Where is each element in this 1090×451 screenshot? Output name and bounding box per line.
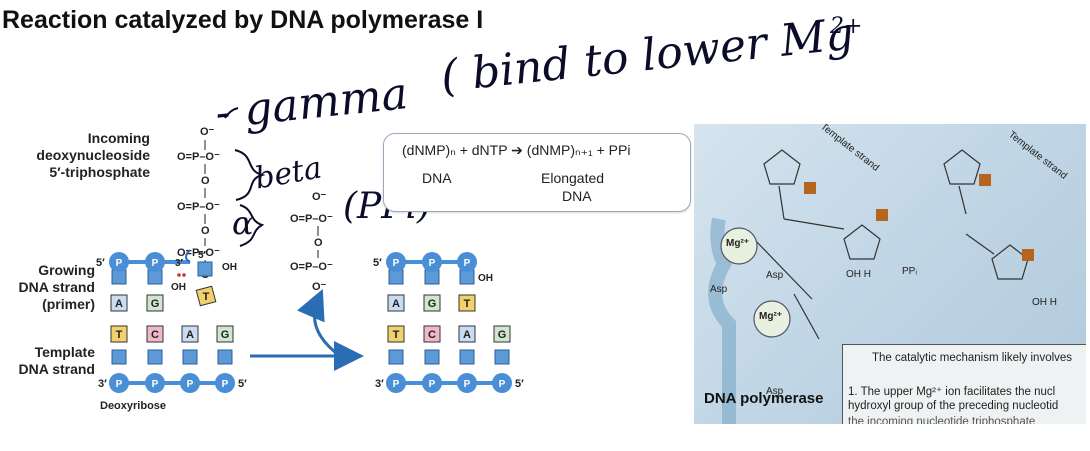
svg-text:O: O [201,175,210,187]
svg-text:P: P [429,379,436,390]
svg-text:P: P [152,258,159,269]
svg-text:A: A [186,329,194,341]
svg-text:P: P [393,379,400,390]
ppi-label: PPᵢ [902,266,917,277]
svg-text:O=P–O⁻: O=P–O⁻ [177,201,220,213]
mechanism-heading: The catalytic mechanism likely involves [872,352,1073,364]
equation-dna-label: DNA [422,170,452,186]
svg-text:3′: 3′ [175,258,184,269]
reaction-arrow-curve [250,288,345,358]
asp-label-2: Asp [710,284,728,295]
svg-text:T: T [393,329,400,341]
svg-text:G: G [498,329,507,341]
mechanism-sketch [708,149,1034,424]
incoming-label: Incoming deoxynucleoside 5′-triphosphate [36,130,150,180]
mg-ion-upper [720,227,758,265]
pyrophosphate: O⁻ O=P–O⁻ O O=P–O⁻ O⁻ [290,191,333,293]
svg-text:T: T [116,329,123,341]
product-primer-backbone: P P P 5′ OH [373,252,493,285]
product-template-bases: T C A G [387,325,511,343]
mechanism-text-box [842,344,1086,424]
svg-text:O: O [314,237,323,249]
deoxyribose-label: Deoxyribose [100,400,167,412]
svg-text:C: C [151,329,159,341]
svg-text:O=P–O⁻: O=P–O⁻ [177,151,220,163]
svg-text:G: G [151,298,160,310]
left-template-backbone: P P P P 3′ 5′ [98,349,247,393]
svg-text:G: G [428,298,437,310]
mechanism-line-1: 1. The upper Mg²⁺ ion facilitates the nu… [848,386,1056,398]
textbook-photo-panel: Template strand Template strand Mg²⁺ Mg²… [694,124,1086,424]
product-primer-bases: A G T [387,294,476,312]
template-phosphate-1: P [116,379,123,390]
svg-text:P: P [152,379,159,390]
oh-h-label-1: OH H [846,269,871,280]
triphosphate-chain: O⁻ O=P–O⁻ O O=P–O⁻ O O=P–O⁻ O [177,126,220,281]
left-primer-backbone: P P 5′ 3′ OH [96,252,190,293]
svg-text:P: P [187,379,194,390]
oh-h-label-2: OH H [1032,297,1057,308]
mg-label-lower: Mg²⁺ [759,311,783,322]
mg-ion-lower [753,300,791,338]
growing-strand-label: Growing DNA strand (primer) [18,262,96,312]
svg-text:O: O [201,225,210,237]
dna-polymerase-caption: DNA polymerase [704,390,824,407]
reaction-equation-box: (dNMP)ₙ + dNTP ➔ (dNMP)ₙ₊₁ + PPi DNA Elo… [383,133,691,212]
svg-text:P: P [222,379,229,390]
asp-label-3: Asp [766,386,784,397]
dna-polymerase-reaction-diagram: O⁻ O=P–O⁻ O O=P–O⁻ O O=P–O⁻ O O⁻ O=P–O⁻ … [96,107,524,393]
page-title: Reaction catalyzed by DNA polymerase I [2,6,484,34]
incoming-nucleotide: 5′ OH T [185,249,237,307]
svg-text:P: P [393,258,400,269]
svg-text:5′: 5′ [238,378,247,390]
svg-text:P: P [499,379,506,390]
svg-text:O⁻: O⁻ [312,281,327,293]
handwritten-brace-1 [234,149,266,201]
svg-text:5′: 5′ [373,257,382,269]
svg-text:3′: 3′ [98,378,107,390]
svg-text:OH: OH [222,262,237,273]
svg-text:5′: 5′ [515,378,524,390]
equation-elongated-label: Elongated [541,170,605,186]
asp-label-1: Asp [766,270,784,281]
svg-text:A: A [115,298,123,310]
svg-text:P: P [464,258,471,269]
svg-text:5′: 5′ [198,250,207,261]
mg-label-upper: Mg²⁺ [726,238,750,249]
svg-text:P: P [429,258,436,269]
handwritten-brace-2 [239,204,265,247]
equation-elongated-dna-label: DNA [562,188,592,204]
svg-text:3′: 3′ [375,378,384,390]
svg-text:A: A [463,329,471,341]
equation-line: (dNMP)ₙ + dNTP ➔ (dNMP)ₙ₊₁ + PPi [402,142,631,158]
svg-text:P: P [116,258,123,269]
svg-text:P: P [464,379,471,390]
svg-text:5′: 5′ [96,257,105,269]
svg-text:T: T [464,298,471,310]
handwritten-superscript: 2+ [830,14,863,39]
mechanism-line-3: the incoming nucleotide triphosphate [848,416,1036,424]
left-primer-bases: A G [110,294,164,312]
svg-text:OH: OH [171,282,186,293]
template-strand-label: Template DNA strand [18,344,96,377]
svg-text:O⁻: O⁻ [200,126,215,138]
svg-text:G: G [221,329,230,341]
handwritten-mark [224,107,239,119]
svg-text:O=P–O⁻: O=P–O⁻ [290,213,333,225]
svg-text:OH: OH [478,273,493,284]
mechanism-line-2: hydroxyl group of the preceding nucleoti… [848,400,1059,412]
svg-text:T: T [203,291,210,303]
svg-text:O=P–O⁻: O=P–O⁻ [290,261,333,273]
svg-text:O⁻: O⁻ [312,191,327,203]
svg-text:A: A [392,298,400,310]
svg-text:O=P–O⁻: O=P–O⁻ [177,247,220,259]
handwritten-alpha: α [232,204,254,242]
svg-text:C: C [428,329,436,341]
left-template-bases: T C A G [110,325,234,343]
product-template-backbone: P P P P 3′ 5′ [375,349,524,393]
